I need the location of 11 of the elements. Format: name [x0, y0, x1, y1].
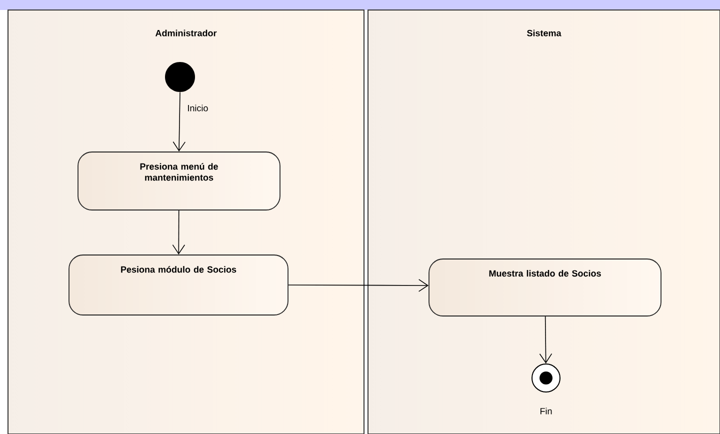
node-caption: Fin: [540, 408, 552, 414]
end-node: [532, 364, 560, 392]
action-box: Presiona menú de mantenimientos: [78, 152, 280, 210]
node-caption: Inicio: [188, 104, 208, 112]
arrow: [288, 279, 429, 292]
arrow: [539, 316, 552, 364]
action-box: Pesiona módulo de Socios: [68, 254, 288, 316]
arrow: [172, 92, 186, 152]
arrow: [172, 210, 186, 255]
start-node: [165, 62, 195, 92]
action-box: Muestra listado de Socios: [428, 258, 662, 316]
